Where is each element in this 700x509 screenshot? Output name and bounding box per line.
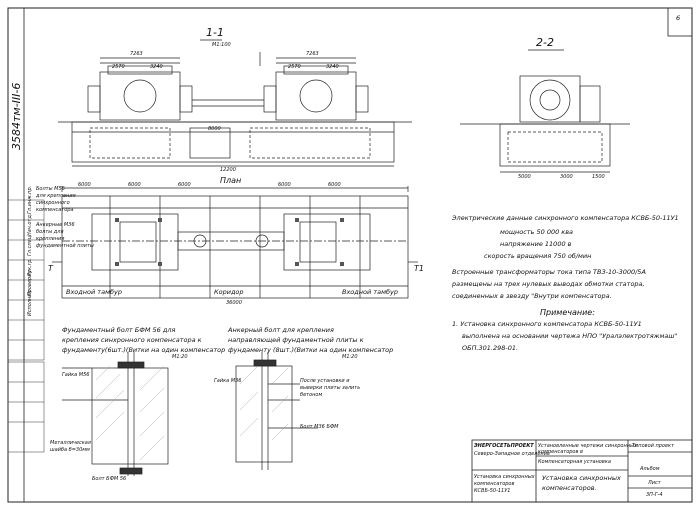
note-bolts-2: для крепления — [36, 193, 76, 199]
titleblock-desc-2: компенсаторов в — [538, 449, 583, 455]
stamp-role-2: Нач.отд. — [27, 213, 33, 236]
anchor-bolt-scale: М1:20 — [342, 354, 358, 360]
section-mark-left: Т — [48, 264, 53, 273]
electrical-transformers-2: размещены на трех нулевых выводах обмотк… — [452, 280, 645, 288]
titleblock-desc-1: Установленные чертежи синхронных — [538, 443, 637, 449]
titleblock-org: ЭНЕРГОСЕТЬПРОЕКТ — [474, 443, 534, 449]
stamp-role-3: Гл.спец. — [27, 234, 33, 256]
foundation-bolt-title-2: крепления синхронного компенсатора к — [62, 336, 202, 344]
note-anchor: Анкерные М36 — [36, 222, 75, 228]
plan-title: План — [220, 176, 242, 185]
room-corridor: Коридор — [214, 288, 244, 296]
anchor-bolt-title-3: фундаменту (8шт.)(Витки на один компенса… — [228, 346, 394, 354]
note-anchor-2: болты для — [36, 229, 64, 235]
titleblock-sheet-code: 3П-Г-4 — [646, 492, 663, 498]
dim-plan-1: 6000 — [78, 182, 91, 188]
stamp-role-1: Гл.инж.пр. — [27, 185, 33, 214]
dim-plan-4: 6000 — [278, 182, 291, 188]
dim-2570-right: 2570 — [288, 64, 301, 70]
dim-8000: 8000 — [208, 126, 221, 132]
dim-7263-left: 7263 — [130, 51, 143, 57]
room-vestibule-left: Входной тамбур — [66, 288, 122, 296]
electrical-speed: скорость вращения 750 об/мин — [484, 252, 592, 260]
dim-plan-3: 6000 — [178, 182, 191, 188]
dim-12200: 12200 — [220, 167, 236, 173]
dim-plan-5: 6000 — [328, 182, 341, 188]
electrical-voltage: напряжение 11000 в — [500, 240, 572, 248]
note-bolts: Болты М56 — [36, 186, 65, 192]
section-1-title: 1-1 — [206, 26, 224, 39]
anchor-bolt-title: Анкерный болт для крепления — [228, 326, 334, 334]
section-2-title: 2-2 — [536, 36, 554, 49]
titleblock-model-3: КСВБ-50-11У1 — [474, 488, 511, 494]
dim-s2-2: 3000 — [560, 174, 573, 180]
notes-line-2: выполнена на основании чертежа НПО "Урал… — [462, 332, 678, 340]
notes-title: Примечание: — [540, 308, 595, 317]
electrical-transformers: Встроенные трансформаторы тока типа ТВЗ-… — [452, 268, 646, 276]
titleblock-model-2: компенсаторов — [474, 481, 515, 487]
foundation-bolt-scale: М1:20 — [172, 354, 188, 360]
stamp-role-6: Исполнил — [27, 290, 33, 316]
dim-s2-1: 5000 — [518, 174, 531, 180]
room-vestibule-right: Входной тамбур — [342, 288, 398, 296]
note-bolts-3: синхронного — [36, 200, 70, 206]
note-bolts-4: компенсатора — [36, 207, 74, 213]
dim-s2-3: 1500 — [592, 174, 605, 180]
electrical-heading: Электрические данные синхронного компенс… — [452, 214, 679, 222]
label-after-install-2: выверки плиты залить — [300, 385, 361, 391]
titleblock-model: Установка синхронных — [474, 474, 535, 480]
label-nut: Гайка М36 — [214, 378, 242, 384]
note-anchor-3: крепления — [36, 236, 65, 242]
dim-3240-left: 3240 — [150, 64, 163, 70]
label-plate: Металлическая — [50, 440, 91, 446]
notes-line-1: 1. Установка синхронного компенсатора КС… — [452, 320, 642, 328]
titleblock-stage: Альбом — [640, 466, 660, 472]
label-after-install: После установки и — [300, 378, 350, 384]
foundation-bolt-title-3: фундаменту(6шт.)(Витки на один компенсат… — [62, 346, 226, 354]
titleblock-sheet-label: Лист — [648, 480, 661, 486]
dim-7263-right: 7263 — [306, 51, 319, 57]
electrical-power: мощность 50 000 ква — [500, 228, 574, 236]
page-number: 6 — [676, 14, 681, 22]
dim-plan-total: 36000 — [226, 300, 242, 306]
side-code: 3584тм-III-6 — [10, 82, 23, 150]
label-after-install-3: бетоном — [300, 392, 323, 398]
titleblock-desc-3: Компенсаторная установка — [538, 459, 611, 465]
dim-3240-right: 3240 — [326, 64, 339, 70]
section-mark-right: Т1 — [414, 264, 424, 273]
label-plate-2: шайба б=30мм — [50, 447, 90, 453]
label-washer: Гайка М56 — [62, 372, 90, 378]
electrical-transformers-3: соединенных в звезду "Внутри компенсатор… — [452, 292, 612, 300]
dim-2570-left: 2570 — [112, 64, 125, 70]
note-anchor-4: фундаментной плиты — [36, 243, 94, 249]
anchor-bolt-title-2: направляющей фундаментной плиты к — [228, 336, 364, 344]
notes-line-3: ОБП.301.298-01. — [462, 344, 519, 352]
titleblock-code: Типовой проект — [632, 443, 674, 449]
label-bolt-bfm: Болт БФМ 56 — [92, 476, 127, 482]
foundation-bolt-title: Фундаментный болт БФМ 56 для — [62, 326, 176, 334]
titleblock-main-title-2: компенсаторов. — [542, 484, 597, 492]
section-1-scale: М1:100 — [212, 42, 231, 48]
titleblock-main-title: Установка синхронных — [542, 474, 621, 482]
dim-plan-2: 6000 — [128, 182, 141, 188]
label-bolt-m36: Болт М36 БФМ — [300, 424, 339, 430]
titleblock-org-sub: Северо-Западное отделение — [474, 451, 551, 457]
